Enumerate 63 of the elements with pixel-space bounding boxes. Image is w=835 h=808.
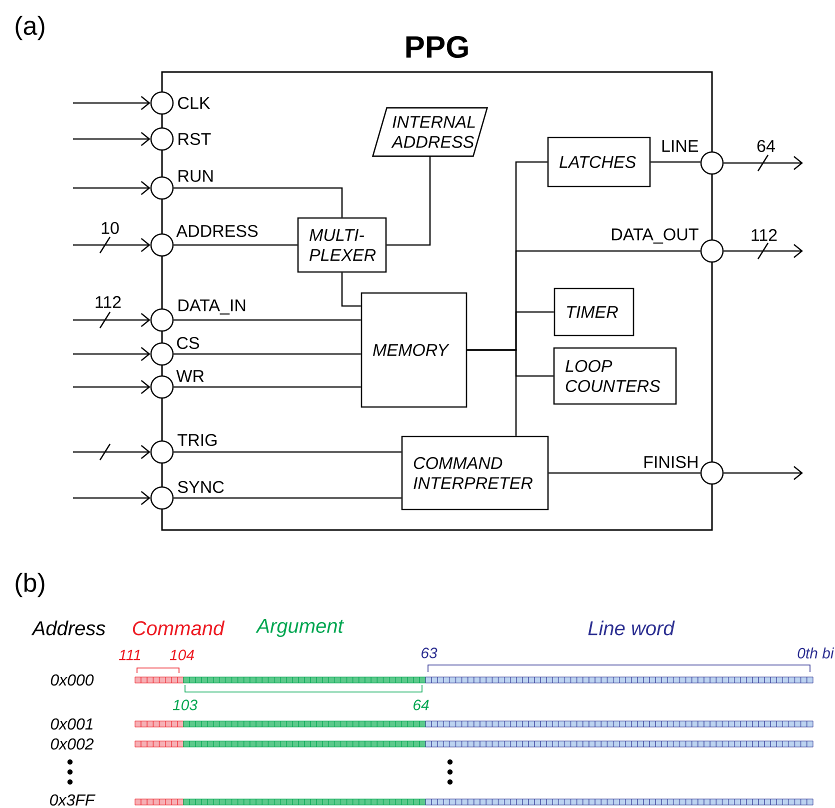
bit-number: 111 bbox=[119, 650, 140, 660]
bus-width-label: 64 bbox=[756, 138, 776, 154]
bit-number: 103 bbox=[172, 700, 198, 710]
panel-label: (a) bbox=[16, 16, 44, 40]
pin-label: CLK bbox=[178, 96, 210, 110]
pin-label: RUN bbox=[178, 170, 213, 182]
arrow bbox=[73, 491, 150, 505]
pin-label: LINE bbox=[662, 140, 698, 152]
pin-label: RST bbox=[178, 132, 211, 146]
pin-label: CS bbox=[177, 336, 200, 350]
address-label: 0x000 bbox=[50, 674, 94, 686]
connector-line bbox=[548, 472, 700, 474]
multiplexer-box: MULTI-PLEXER bbox=[297, 217, 387, 273]
connector-line bbox=[174, 451, 402, 453]
memory-box: MEMORY bbox=[360, 292, 468, 408]
arrow bbox=[723, 242, 803, 260]
panel-label: (b) bbox=[16, 572, 44, 598]
column-heading: Argument bbox=[256, 619, 344, 637]
pin-label: ADDRESS bbox=[176, 224, 258, 238]
arrow bbox=[72, 311, 150, 329]
column-heading: Address bbox=[31, 620, 106, 636]
connector-line bbox=[174, 497, 402, 499]
arrow bbox=[73, 132, 150, 146]
counter-box: LOOP COUNTERS bbox=[553, 347, 677, 405]
pin-label: SYNC bbox=[178, 480, 224, 494]
arrow bbox=[72, 443, 150, 461]
connector-line bbox=[174, 244, 298, 246]
connector-line bbox=[341, 272, 361, 307]
address-label: 0x002 bbox=[50, 738, 94, 750]
bus-width-label: 112 bbox=[749, 228, 779, 242]
arrow bbox=[724, 466, 803, 480]
bit-number: 104 bbox=[170, 650, 194, 660]
column-heading: Command bbox=[132, 620, 225, 636]
column-heading: Line word bbox=[588, 620, 675, 636]
address-label: 0x3FF bbox=[50, 794, 96, 806]
connector-line bbox=[174, 353, 361, 355]
pin-label: TRIG bbox=[178, 434, 217, 446]
pin-label: DATA_OUT bbox=[612, 228, 698, 244]
arrow bbox=[73, 96, 150, 110]
title: PPG bbox=[406, 36, 468, 58]
bit-number: 63 bbox=[422, 648, 438, 658]
connector-line bbox=[174, 386, 361, 388]
arrow bbox=[723, 154, 803, 172]
interpreter-box: COMMAND INTERPRETER bbox=[401, 436, 549, 510]
bus-width-label: 112 bbox=[93, 295, 123, 309]
bus-width-label: 10 bbox=[100, 220, 120, 236]
pin-label: DATA_IN bbox=[178, 299, 246, 315]
arrow bbox=[72, 236, 150, 254]
arrow bbox=[73, 181, 150, 195]
timer-box: TIMER bbox=[554, 288, 634, 336]
arrow bbox=[73, 347, 150, 361]
arrow bbox=[73, 380, 150, 394]
connector-line bbox=[467, 349, 517, 436]
latches-box: LATCHES bbox=[547, 136, 651, 188]
connector-line bbox=[386, 156, 431, 246]
bit-number: 0th bi bbox=[798, 648, 834, 658]
connector-line bbox=[174, 187, 343, 218]
connector-line bbox=[650, 161, 700, 163]
bit-number: 64 bbox=[414, 700, 429, 710]
pin-label: WR bbox=[176, 370, 204, 382]
connector-line bbox=[174, 319, 361, 321]
pin-label: FINISH bbox=[644, 456, 698, 468]
address-label: 0x001 bbox=[50, 718, 92, 730]
